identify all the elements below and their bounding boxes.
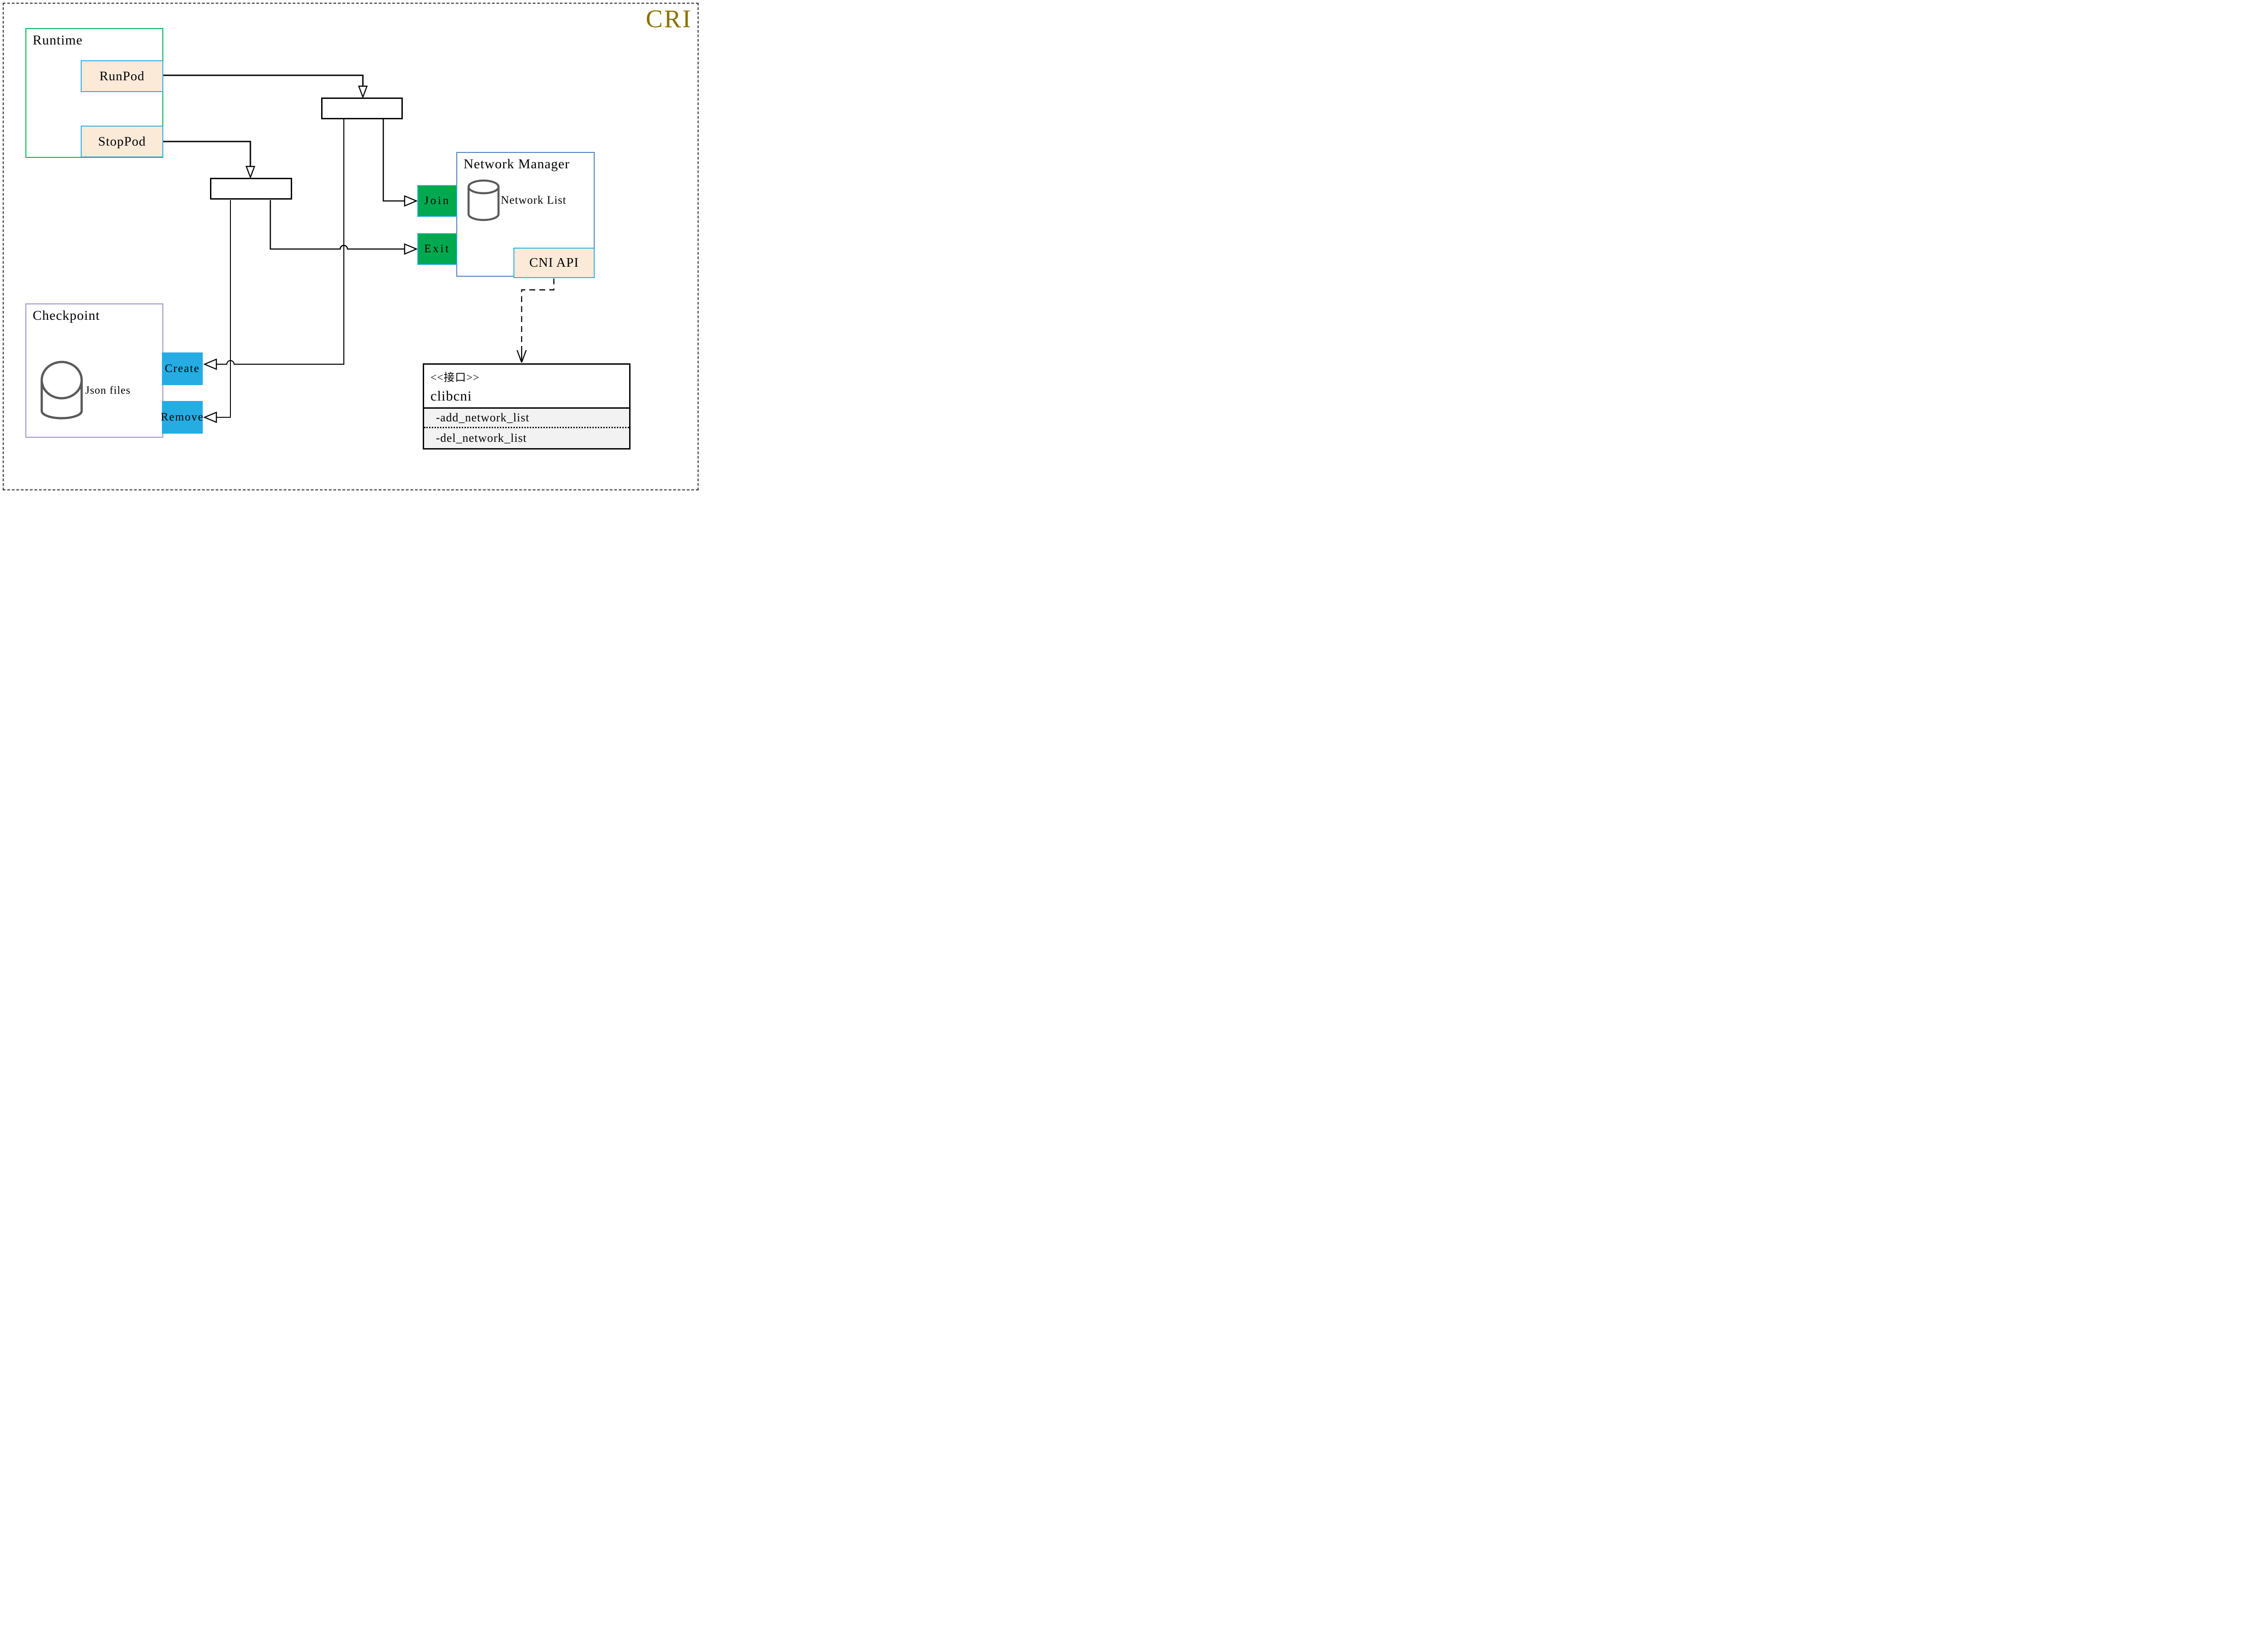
remove-node: Remove	[161, 401, 203, 434]
checkpoint-group-box: Checkpoint	[25, 303, 163, 438]
json-files-label: Json files	[85, 385, 131, 396]
exit-node: Exit	[417, 233, 457, 265]
connector-process-to-remove	[216, 200, 231, 418]
diagram-title: CRI	[645, 5, 692, 33]
connector-runpod-to-process	[163, 74, 364, 87]
interface-name: clibcni	[430, 388, 472, 404]
clibcni-interface-box: <<接口>> clibcni -add_network_list -del_ne…	[423, 363, 631, 450]
stoppod-node: StopPod	[81, 126, 163, 157]
connector-process-to-join	[382, 119, 405, 202]
diagram-canvas: CRI Runtime Network Manager Checkpoint N…	[0, 0, 702, 494]
arrowhead-dependency-into-clibcni	[516, 350, 527, 363]
network-manager-label: Network Manager	[464, 156, 570, 171]
cni-api-node: CNI API	[513, 248, 595, 278]
clibcni-methods: -add_network_list -del_network_list	[424, 409, 629, 448]
runtime-label: Runtime	[33, 33, 83, 48]
arrowhead-into-join	[404, 195, 418, 207]
network-list-label: Network List	[501, 194, 567, 206]
arrowhead-into-remove	[203, 411, 217, 423]
clibcni-header: <<接口>> clibcni	[424, 365, 629, 409]
process-rect-stoppod	[210, 178, 292, 200]
method-add-network-list: -add_network_list	[424, 409, 629, 428]
arrowhead-into-mid-process	[245, 166, 255, 179]
arrowhead-into-top-process	[358, 85, 368, 99]
connector-stoppod-to-process	[163, 141, 251, 167]
create-node: Create	[162, 352, 203, 385]
arrowhead-into-exit	[404, 243, 418, 255]
runpod-node: RunPod	[81, 60, 163, 92]
connector-process-to-exit	[269, 200, 405, 250]
process-rect-runpod	[321, 98, 403, 119]
checkpoint-label: Checkpoint	[33, 308, 100, 323]
interface-stereotype: <<接口>>	[430, 372, 480, 384]
connector-process-to-create	[216, 119, 345, 365]
arrowhead-into-create	[203, 358, 217, 370]
connector-cniapi-to-clibcni	[521, 279, 555, 358]
method-del-network-list: -del_network_list	[436, 431, 527, 445]
join-node: Join	[417, 185, 457, 217]
